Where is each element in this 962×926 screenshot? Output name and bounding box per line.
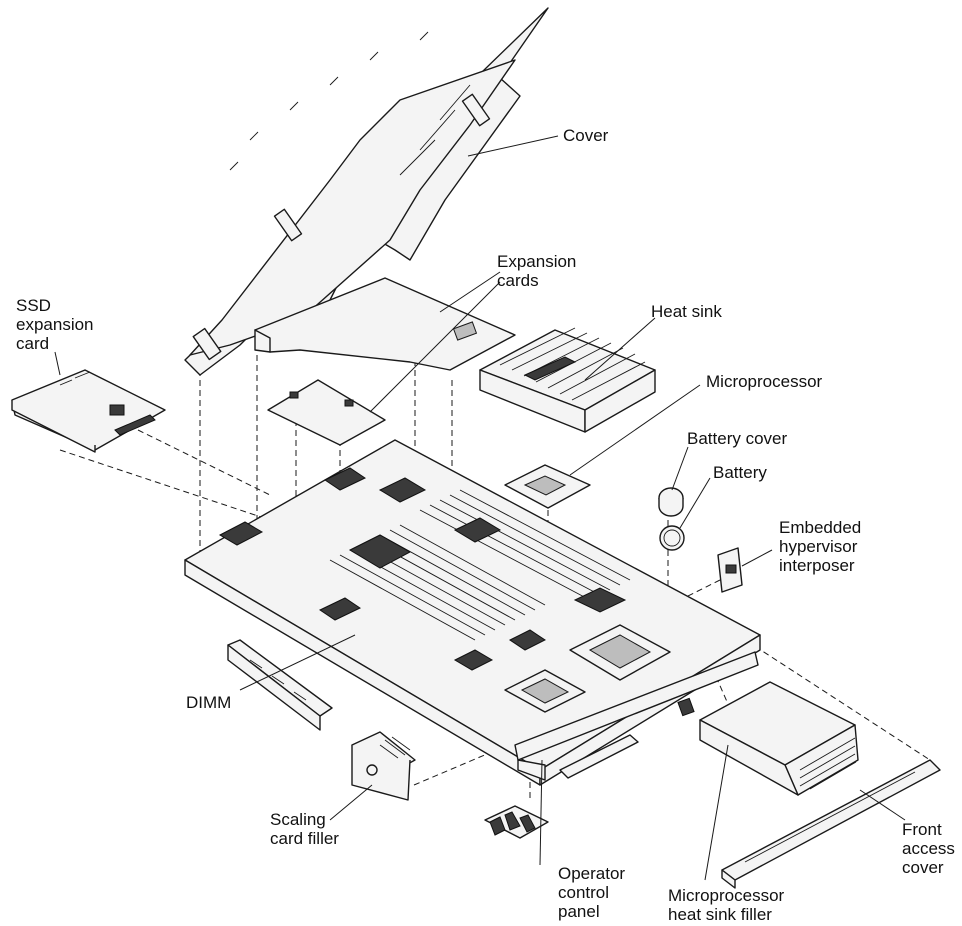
front-access-cover-part xyxy=(721,759,941,889)
embedded-hypervisor-interposer-part xyxy=(717,547,743,593)
battery-cover-part xyxy=(658,487,684,517)
microprocessor-label: Microprocessor xyxy=(706,372,823,391)
battery-part xyxy=(659,525,685,551)
scaling-card-filler-part xyxy=(351,731,416,801)
expansion-card-lower xyxy=(267,379,386,446)
front-bezel xyxy=(514,651,759,781)
operator-control-panel-part xyxy=(484,805,549,839)
ssd-expansion-card-part xyxy=(11,369,166,453)
heat-sink-part xyxy=(479,327,656,433)
dimm-part xyxy=(227,639,333,731)
cover-label: Cover xyxy=(563,126,609,145)
cover-part xyxy=(184,7,549,376)
battery-cover-label: Battery cover xyxy=(687,429,788,448)
microprocessor-part xyxy=(504,464,591,509)
battery-label: Battery xyxy=(713,463,767,482)
leader-lines xyxy=(54,135,906,881)
microprocessor-heat-sink-filler-part xyxy=(699,681,859,796)
expansion-card-upper xyxy=(254,277,516,371)
heat-sink-label: Heat sink xyxy=(651,302,722,321)
dimm-label: DIMM xyxy=(186,693,232,712)
